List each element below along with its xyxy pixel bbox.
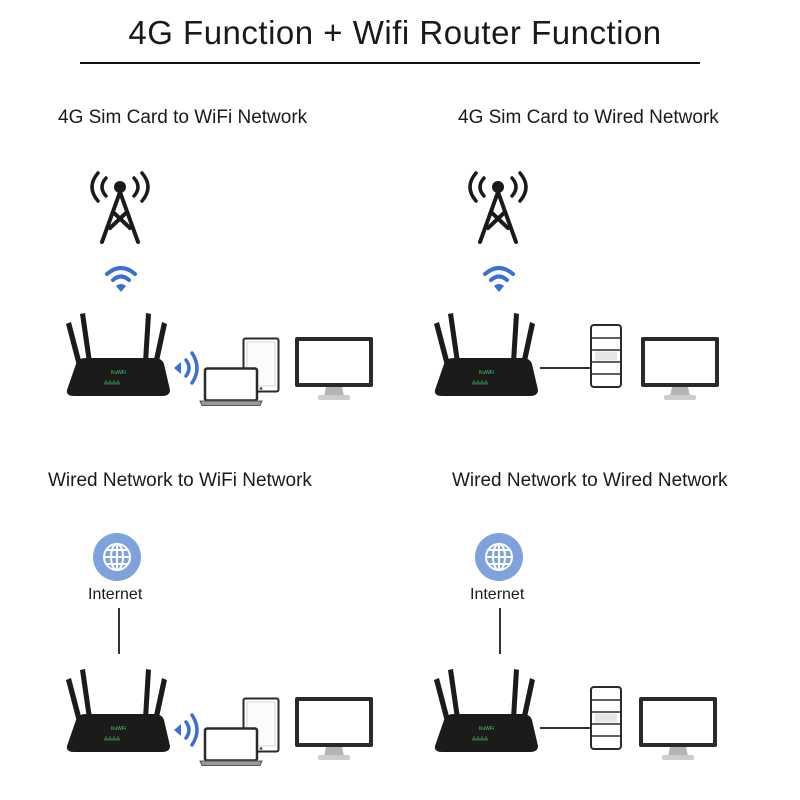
wifi-signal-icon: [482, 264, 516, 294]
ethernet-cable: [540, 367, 592, 369]
switch-icon: [590, 686, 622, 750]
svg-text:⁂⁂⁂⁂: ⁂⁂⁂⁂: [472, 736, 488, 741]
wifi-broadcast-icon: [172, 348, 202, 388]
svg-text:⁂⁂⁂⁂: ⁂⁂⁂⁂: [472, 380, 488, 385]
globe-icon: [92, 532, 142, 582]
internet-label: Internet: [470, 586, 525, 603]
laptop-icon: [198, 727, 264, 767]
wifi-signal-icon: [104, 264, 138, 294]
page-title: 4G Function + Wifi Router Function: [128, 14, 662, 51]
router-brand: KuWFi: [111, 370, 126, 376]
svg-text:⁂⁂⁂⁂: ⁂⁂⁂⁂: [104, 736, 120, 741]
switch-icon: [590, 324, 622, 388]
title-underline: [80, 62, 700, 64]
wan-cable: [118, 608, 120, 654]
router-icon: KuWFi ⁂⁂⁂⁂: [430, 312, 542, 397]
scenario-2-label: 4G Sim Card to Wired Network: [458, 107, 719, 128]
ethernet-cable: [540, 727, 592, 729]
router-brand: KuWFi: [111, 726, 126, 732]
globe-icon: [474, 532, 524, 582]
router-brand: KuWFi: [479, 726, 494, 732]
monitor-icon: [294, 696, 374, 762]
laptop-icon: [198, 367, 264, 407]
router-icon: KuWFi ⁂⁂⁂⁂: [430, 668, 542, 753]
router-icon: KuWFi ⁂⁂⁂⁂: [62, 312, 174, 397]
monitor-icon: [638, 696, 718, 762]
router-brand: KuWFi: [479, 370, 494, 376]
cell-tower-icon: [466, 170, 530, 245]
internet-label: Internet: [88, 586, 143, 603]
router-icon: KuWFi ⁂⁂⁂⁂: [62, 668, 174, 753]
monitor-icon: [294, 336, 374, 402]
scenario-1-label: 4G Sim Card to WiFi Network: [58, 107, 308, 128]
svg-text:⁂⁂⁂⁂: ⁂⁂⁂⁂: [104, 380, 120, 385]
wifi-broadcast-icon: [172, 710, 202, 750]
scenario-3-label: Wired Network to WiFi Network: [48, 470, 312, 491]
cell-tower-icon: [88, 170, 152, 245]
wan-cable: [499, 608, 501, 654]
monitor-icon: [640, 336, 720, 402]
scenario-4-label: Wired Network to Wired Network: [452, 470, 728, 491]
